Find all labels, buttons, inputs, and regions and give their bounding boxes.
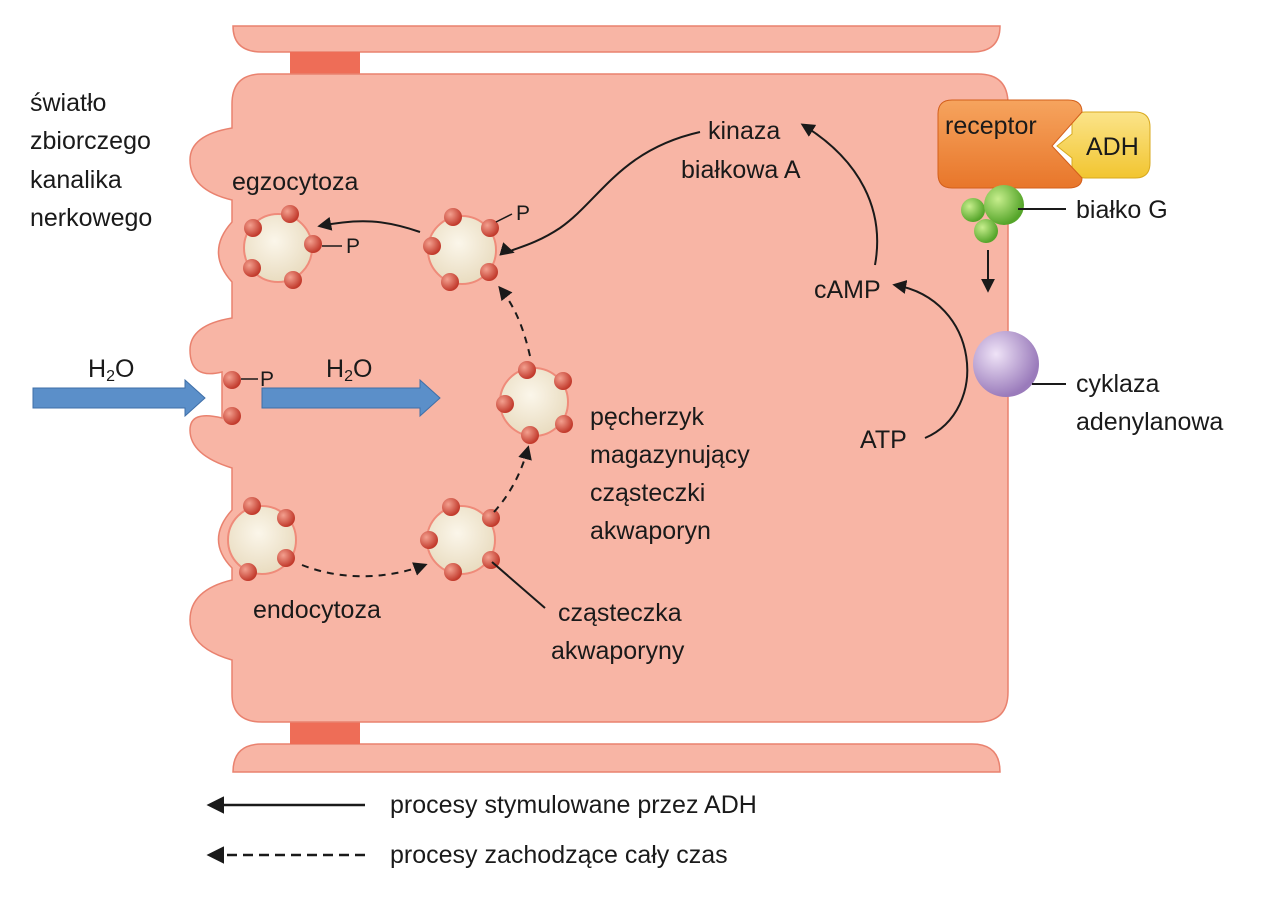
phosphorylated-vesicle [423,208,499,291]
aquaporin-leader [491,561,546,609]
camp-to-kinase-arrow [800,123,879,266]
endocytosed-vesicle [420,498,500,581]
g-protein-subunit-1 [961,198,985,222]
storage-vesicle-label-line-1: pęcherzyk [590,403,704,431]
kinase-label-line-1: kinaza [708,117,780,145]
g-protein-label: białko G [1076,196,1168,224]
water-label-left: H2O [88,355,134,385]
water-arrow-inside [261,378,441,418]
bottom-neighbor-cell [232,743,1001,773]
cyclase-label-line-2: adenylanowa [1076,408,1223,436]
adh-label: ADH [1086,133,1139,161]
g-protein-subunit-3 [974,219,998,243]
collecting-duct-cell [189,73,1009,723]
atp-to-camp-arrow [892,280,969,439]
vesicle-phosphate-label: P [516,202,530,225]
g-protein-subunit-2 [984,185,1024,225]
adenylate-cyclase [973,331,1039,397]
tight-junction-bottom [290,722,360,744]
storage-vesicle [496,361,573,444]
atp-label: ATP [860,426,907,454]
exocytosis-phosphate-label: P [346,235,360,258]
top-neighbor-cell [232,25,1001,53]
aquaporin-label-line-2: akwaporyny [551,637,685,665]
endocytosis-label: endocytoza [253,596,381,624]
legend-solid-label: procesy stymulowane przez ADH [390,791,757,819]
lumen-label-line-2: zbiorczego [30,127,151,155]
camp-label: cAMP [814,276,881,304]
exocytosis-vesicle [243,205,322,289]
membrane-aquaporin-bottom [223,407,241,425]
kinase-label-line-2: białkowa A [681,156,801,184]
lumen-label-line-3: kanalika [30,166,122,194]
vesicle-to-membrane-arrow [317,216,421,233]
lumen-label-line-1: światło [30,89,106,117]
lumen-label-line-4: nerkowego [30,204,152,232]
vesicle-phosphate-bond [495,213,513,223]
endocytosis-arrow [301,562,428,578]
receptor-label: receptor [945,112,1037,140]
storage-vesicle-label-line-4: akwaporyn [590,517,711,545]
membrane-aquaporin-top [223,371,241,389]
endocytosed-to-storage-arrow [493,445,532,513]
water-label-right: H2O [326,355,372,385]
tight-junction-top [290,52,360,74]
cyclase-label-line-1: cyklaza [1076,370,1159,398]
receptor [937,99,1083,189]
exocytosis-label: egzocytoza [232,168,359,196]
storage-vesicle-label-line-2: magazynujący [590,441,750,469]
storage-vesicle-label-line-3: cząsteczki [590,479,705,507]
endocytosis-vesicle [227,497,297,581]
storage-to-phosphorylation-arrow [498,285,531,357]
kinase-to-vesicle-arrow [499,131,701,256]
membrane-phosphate-label: P [260,368,274,391]
water-arrow-outside [32,378,206,418]
legend-dashed-label: procesy zachodzące cały czas [390,841,728,869]
aquaporin-label-line-1: cząsteczka [558,599,682,627]
